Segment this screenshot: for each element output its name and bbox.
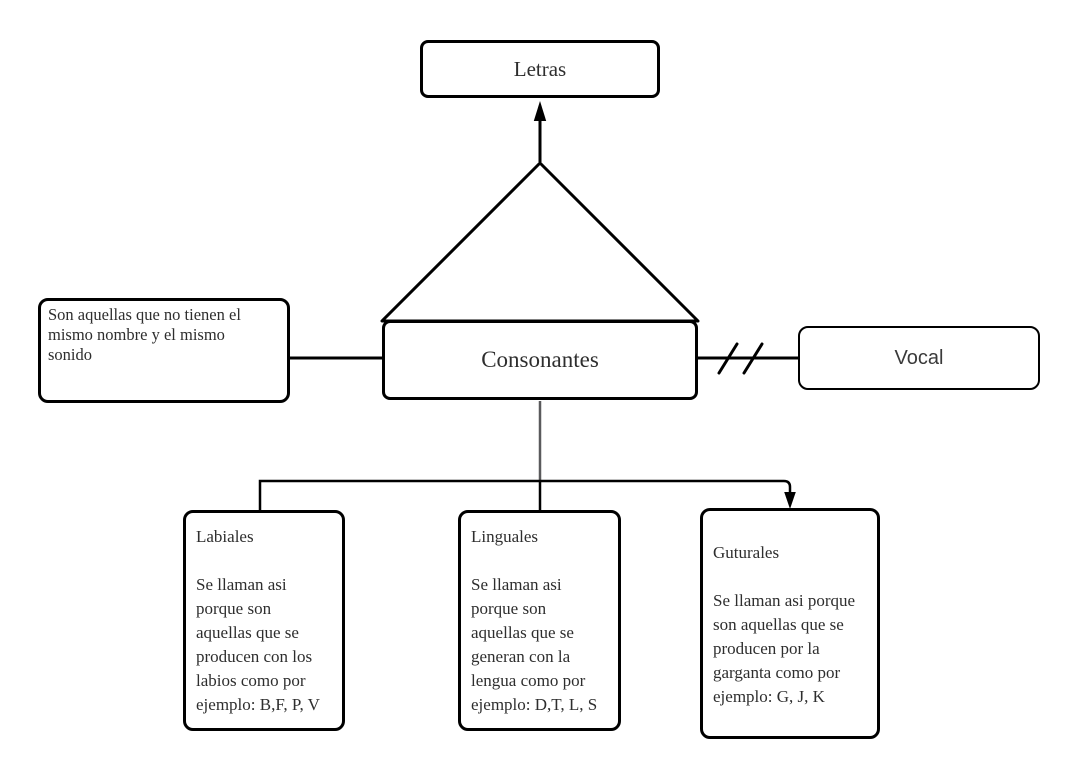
- node-vocal[interactable]: Vocal: [798, 326, 1040, 390]
- edge-branch-labiales-guturales: [258, 479, 792, 510]
- node-linguales-body: Se llaman asi porque son aquellas que se…: [471, 575, 598, 714]
- node-labiales[interactable]: Labiales Se llaman asi porque son aquell…: [183, 510, 345, 731]
- node-guturales[interactable]: Guturales Se llaman asi porque son aquel…: [700, 508, 880, 739]
- node-consonantes-label: Consonantes: [481, 347, 599, 372]
- node-guturales-body: Se llaman asi porque son aquellas que se…: [713, 591, 856, 706]
- node-letras[interactable]: Letras: [420, 40, 660, 98]
- node-labiales-title: Labiales: [196, 527, 254, 546]
- node-letras-label: Letras: [513, 56, 567, 81]
- arrowhead-guturales: [784, 492, 796, 509]
- node-guturales-title: Guturales: [713, 543, 780, 562]
- triangle-shape[interactable]: [380, 161, 700, 323]
- node-vocal-label: Vocal: [894, 346, 944, 369]
- node-linguales[interactable]: Linguales Se llaman asi porque son aquel…: [458, 510, 621, 731]
- node-consonantes[interactable]: Consonantes: [382, 320, 698, 400]
- arrowhead-letras: [533, 101, 547, 121]
- slash-mark-2: [742, 342, 764, 375]
- node-labiales-body: Se llaman asi porque son aquellas que se…: [196, 575, 320, 714]
- slash-mark-1: [717, 342, 739, 375]
- node-linguales-title: Linguales: [471, 527, 539, 546]
- node-definicion[interactable]: Son aquellas que no tienen el mismo nomb…: [38, 298, 290, 403]
